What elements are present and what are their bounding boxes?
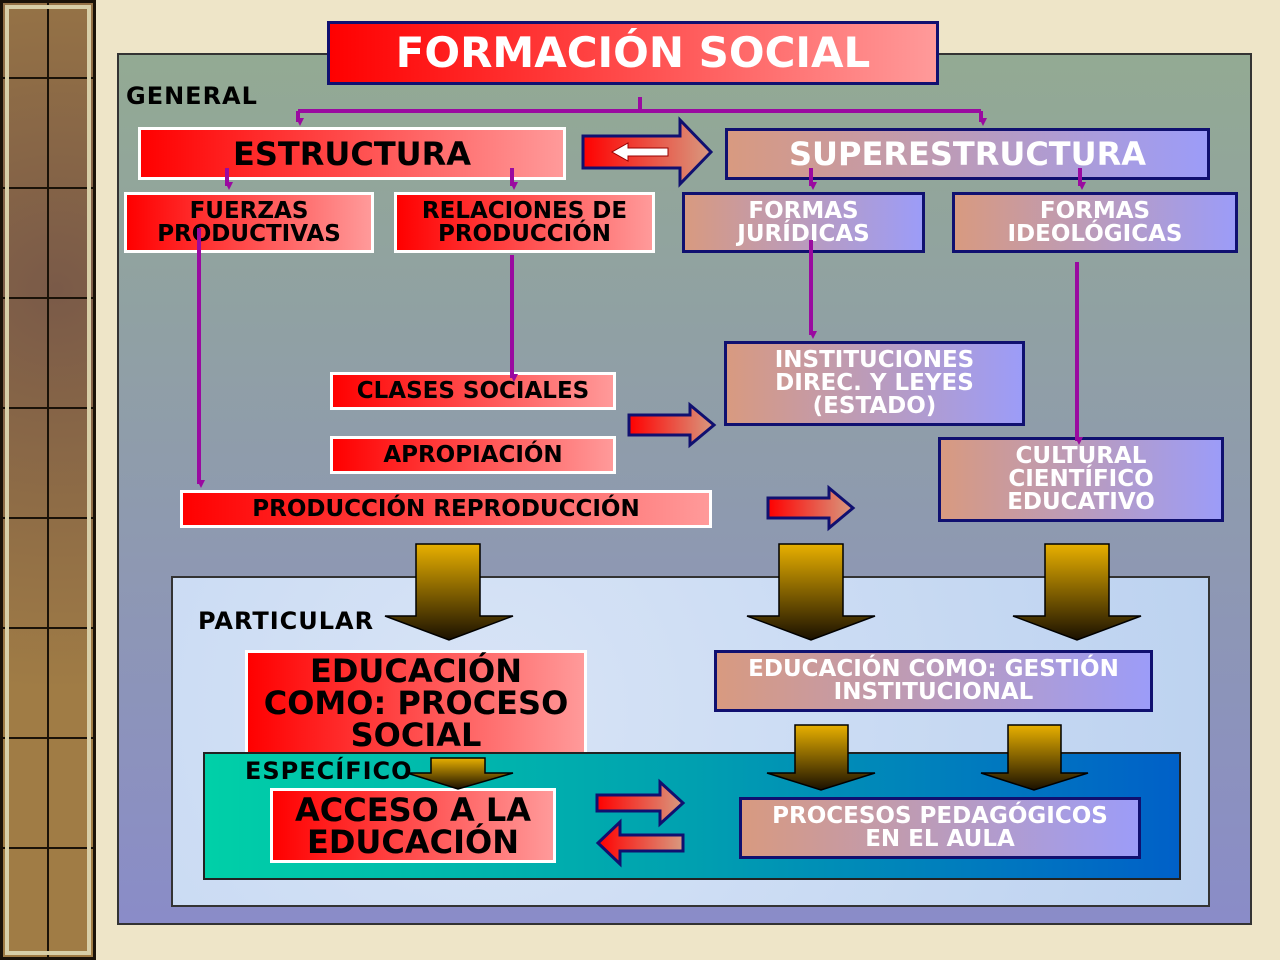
instituciones-line2: DIREC. Y LEYES <box>775 370 974 396</box>
title-box: FORMACIÓN SOCIAL <box>327 21 939 85</box>
instituciones-line1: INSTITUCIONES <box>774 347 975 373</box>
apropiacion-box: APROPIACIÓN <box>330 436 616 474</box>
acceso-line1: ACCESO A LA <box>294 790 532 829</box>
juridicas-line2: JURÍDICAS <box>737 220 870 247</box>
estructura-label: ESTRUCTURA <box>232 134 472 173</box>
ideologicas-line2: IDEOLÓGICAS <box>1007 220 1183 247</box>
right-arrow-icon <box>766 484 856 532</box>
clases-box: CLASES SOCIALES <box>330 372 616 410</box>
right-arrow-icon <box>627 401 717 449</box>
gold-down-arrow-icon <box>384 543 514 641</box>
relaciones-line1: RELACIONES DE <box>421 197 628 224</box>
gold-down-arrow-icon <box>1012 543 1142 641</box>
gestion-line2: INSTITUCIONAL <box>833 679 1034 705</box>
gold-down-arrow-icon <box>746 543 876 641</box>
especifico-label: ESPECÍFICO <box>245 757 413 785</box>
instituciones-line3: (ESTADO) <box>812 393 937 419</box>
cultural-line1: CULTURAL <box>1015 443 1147 469</box>
relaciones-line2: PRODUCCIÓN <box>437 220 611 247</box>
acceso-line2: EDUCACIÓN <box>306 822 520 861</box>
estructura-box: ESTRUCTURA <box>138 127 566 180</box>
page-title: FORMACIÓN SOCIAL <box>395 28 871 77</box>
connector-title <box>298 97 981 113</box>
produccion-label: PRODUCCIÓN REPRODUCCIÓN <box>252 495 640 522</box>
cultural-line3: EDUCATIVO <box>1007 489 1155 515</box>
juridicas-line1: FORMAS <box>748 197 859 224</box>
clases-label: CLASES SOCIALES <box>356 377 590 404</box>
apropiacion-label: APROPIACIÓN <box>383 441 563 468</box>
decorative-border-strip <box>0 0 96 960</box>
proceso-line3: SOCIAL <box>350 716 482 754</box>
pedagogicos-line2: EN EL AULA <box>865 826 1015 852</box>
fuerzas-line1: FUERZAS <box>189 197 309 224</box>
cultural-line2: CIENTÍFICO <box>1008 466 1154 492</box>
gold-down-arrow-icon <box>980 724 1089 791</box>
superestructura-label: SUPERESTRUCTURA <box>788 135 1147 173</box>
pedagogicos-line1: PROCESOS PEDAGÓGICOS <box>772 803 1108 829</box>
gold-down-arrow-icon <box>766 724 876 791</box>
gestion-line1: EDUCACIÓN COMO: GESTIÓN <box>748 656 1119 682</box>
particular-label: PARTICULAR <box>198 607 375 635</box>
left-arrow-icon <box>595 818 685 868</box>
proceso-line2: COMO: PROCESO <box>263 684 569 722</box>
proceso-line1: EDUCACIÓN <box>309 652 523 690</box>
gold-down-arrow-icon <box>406 757 514 790</box>
superestructura-box: SUPERESTRUCTURA <box>725 128 1210 180</box>
produccion-box: PRODUCCIÓN REPRODUCCIÓN <box>180 490 712 528</box>
right-arrow-icon <box>595 778 686 828</box>
ideologicas-line1: FORMAS <box>1039 197 1151 224</box>
white-left-arrow-icon <box>610 142 669 162</box>
fuerzas-line2: PRODUCTIVAS <box>157 220 341 247</box>
general-label: GENERAL <box>126 82 258 110</box>
